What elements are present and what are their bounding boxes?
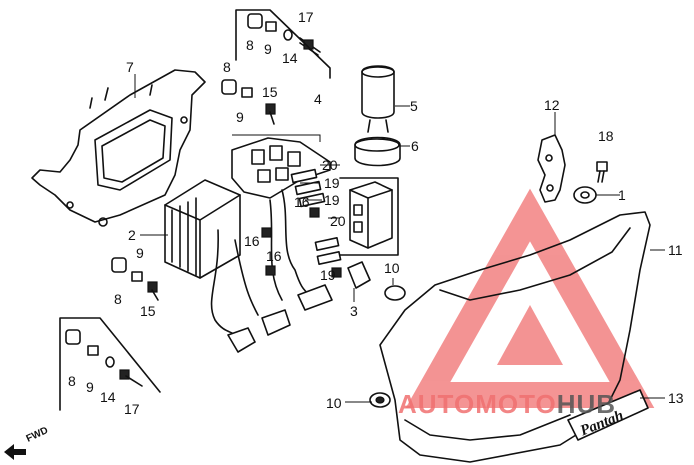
callout-5: 5 bbox=[410, 98, 418, 114]
callout-19-a: 19 bbox=[324, 175, 340, 191]
callout-16-c: 16 bbox=[266, 248, 282, 264]
relay-rubber-band bbox=[354, 136, 401, 167]
svg-text:AUTOMOTOHUB: AUTOMOTOHUB bbox=[398, 389, 616, 419]
callout-8-top: 8 bbox=[246, 37, 254, 53]
callout-16-a: 16 bbox=[294, 194, 310, 210]
callout-4: 4 bbox=[314, 91, 322, 107]
callout-8-mid: 8 bbox=[223, 59, 231, 75]
forward-direction-indicator: FWD bbox=[4, 425, 50, 460]
watermark-part-moto: MOTO bbox=[475, 389, 557, 419]
grommet-10 bbox=[369, 285, 406, 408]
callout-9-mid: 9 bbox=[236, 109, 244, 125]
callout-labels: 17 8 9 14 7 8 15 9 4 5 6 12 18 1 20 19 1… bbox=[68, 9, 684, 417]
callout-8-bottom: 8 bbox=[68, 373, 76, 389]
hardware-top bbox=[235, 9, 331, 79]
callout-14-top: 14 bbox=[282, 50, 298, 66]
callout-19-b: 19 bbox=[324, 192, 340, 208]
bolt-18 bbox=[596, 161, 608, 183]
watermark-logo bbox=[405, 188, 655, 408]
callout-9-top: 9 bbox=[264, 41, 272, 57]
callout-9-bottom: 9 bbox=[86, 379, 94, 395]
callout-10-top: 10 bbox=[384, 260, 400, 276]
callout-15-left: 15 bbox=[140, 303, 156, 319]
side-cover-bracket bbox=[537, 134, 566, 203]
wiring-harness bbox=[210, 189, 333, 353]
callout-15-mid: 15 bbox=[262, 84, 278, 100]
hardware-left bbox=[111, 257, 159, 301]
callout-17-top: 17 bbox=[298, 9, 314, 25]
callout-10-bottom: 10 bbox=[326, 395, 342, 411]
hardware-bottom bbox=[59, 317, 161, 411]
grommet bbox=[573, 186, 597, 204]
callout-6: 6 bbox=[411, 138, 419, 154]
callout-14-bottom: 14 bbox=[100, 389, 116, 405]
callout-2: 2 bbox=[128, 227, 136, 243]
leader-lines bbox=[134, 74, 665, 403]
side-cover bbox=[379, 211, 651, 463]
callout-16-b: 16 bbox=[244, 233, 260, 249]
hardware-mid-top bbox=[221, 79, 276, 125]
callout-20-mid: 20 bbox=[330, 213, 346, 229]
callout-13: 13 bbox=[668, 390, 684, 406]
watermark-part-auto: AUTO bbox=[398, 389, 475, 419]
callout-19-c: 19 bbox=[320, 267, 336, 283]
callout-12: 12 bbox=[544, 97, 560, 113]
bolts-16 bbox=[261, 207, 342, 278]
fuse-holder-block bbox=[339, 177, 399, 256]
bracket-frame bbox=[31, 69, 206, 227]
callout-8-left: 8 bbox=[114, 291, 122, 307]
callout-18: 18 bbox=[598, 128, 614, 144]
watermark-text: AUTOMOTOHUB bbox=[398, 389, 616, 419]
callout-9-left: 9 bbox=[136, 245, 144, 261]
regulator-rectifier bbox=[164, 179, 241, 279]
callout-20-top: 20 bbox=[322, 157, 338, 173]
callout-1: 1 bbox=[618, 187, 626, 203]
starter-relay bbox=[361, 65, 395, 133]
fwd-label: FWD bbox=[25, 425, 50, 445]
callout-7: 7 bbox=[126, 59, 134, 75]
callout-3: 3 bbox=[350, 303, 358, 319]
wire-clamp bbox=[347, 261, 371, 289]
watermark-part-hub: HUB bbox=[557, 389, 616, 419]
callout-11: 11 bbox=[668, 242, 683, 258]
callout-17-bottom: 17 bbox=[124, 401, 140, 417]
